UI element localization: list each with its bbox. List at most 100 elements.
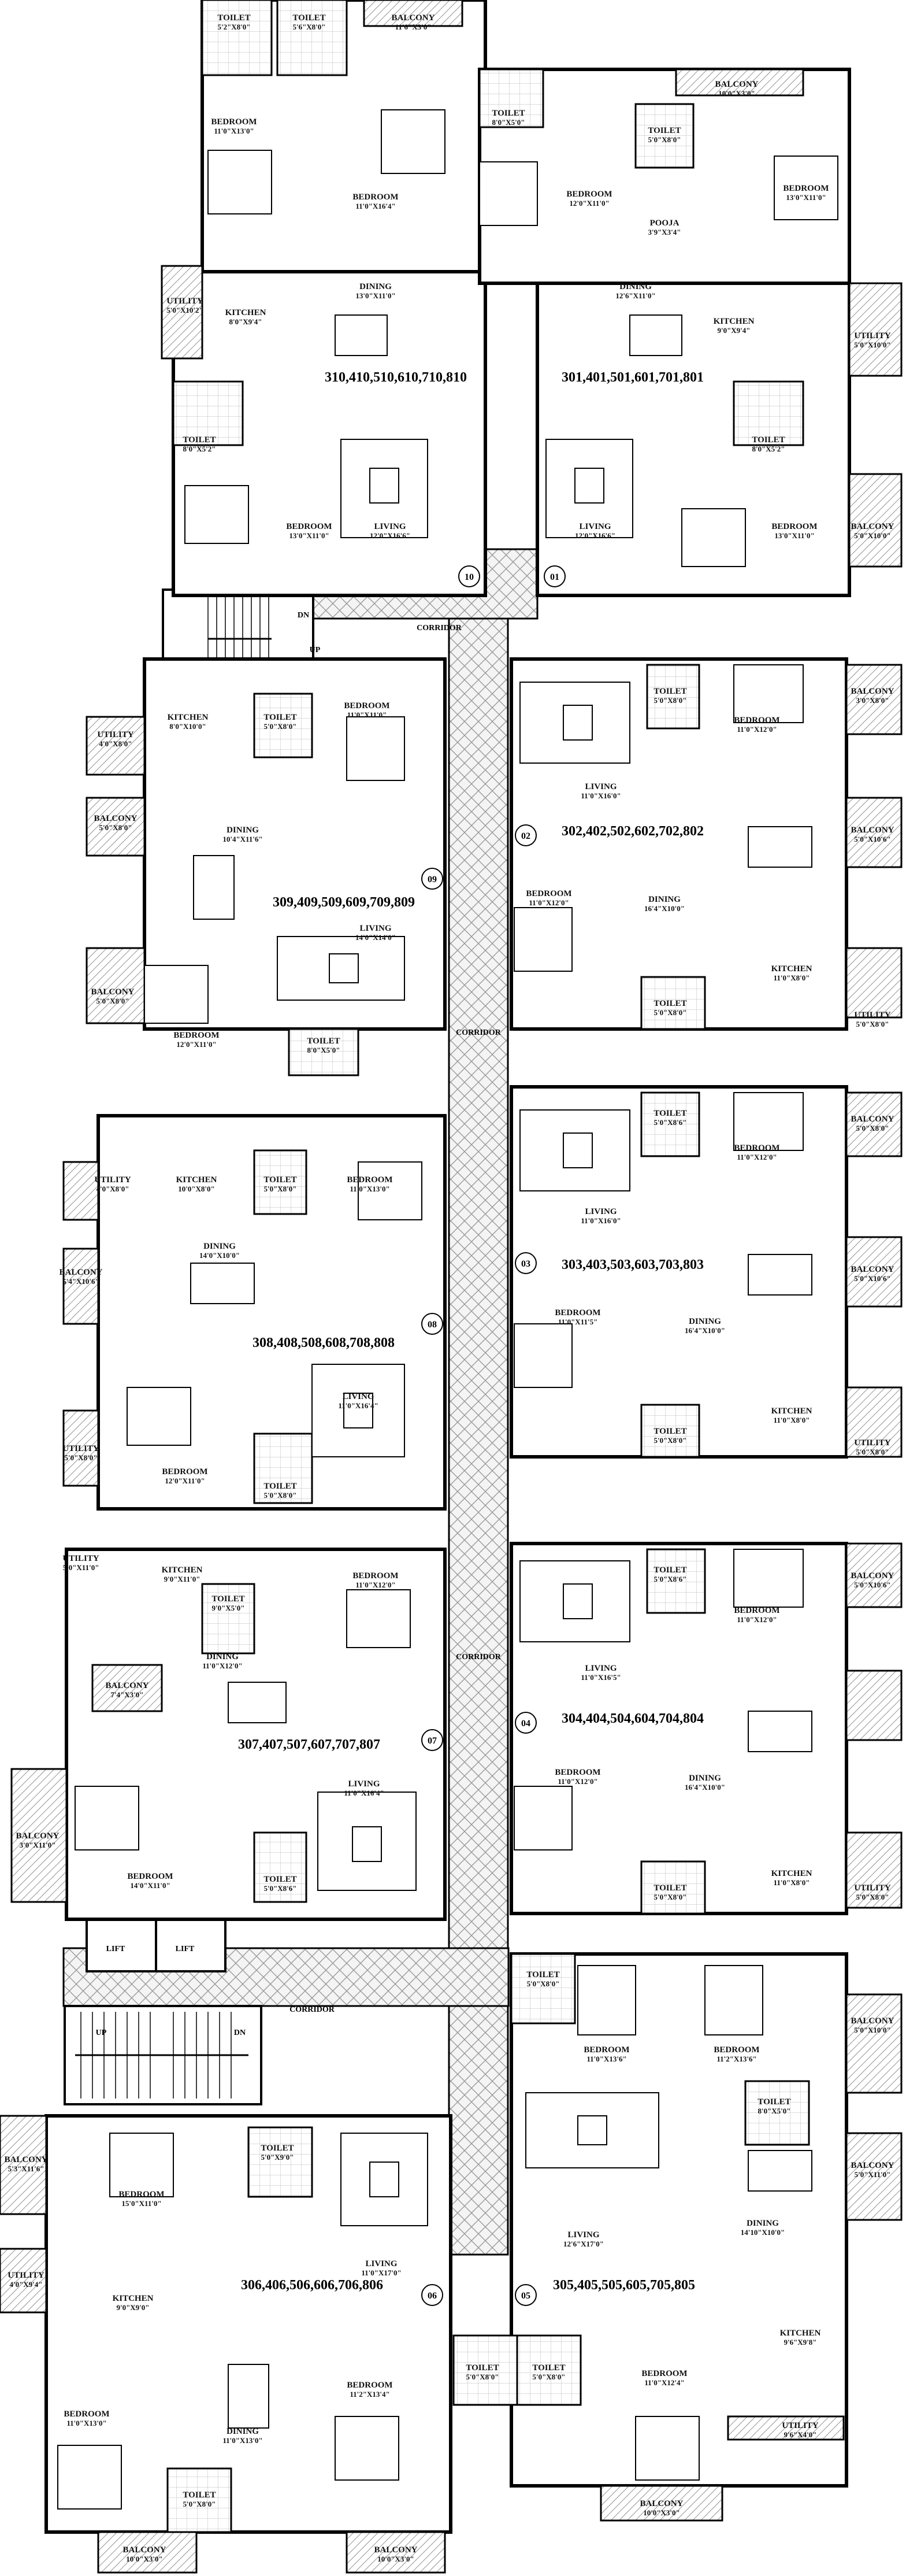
room-dimension: 11'0"X16'4" [338, 1401, 378, 1410]
unit-05-block [510, 1952, 848, 2488]
room-name-kitchen: KITCHEN [176, 1175, 217, 1185]
room-name-dining: DINING [648, 895, 681, 904]
room-dimension: 4'0"X8'0" [96, 1185, 129, 1193]
room-dimension: 16'4"X10'0" [644, 904, 685, 913]
room-dimension: 11'0"X11'5" [558, 1317, 598, 1326]
room-name-bedroom: BEDROOM [118, 2190, 164, 2199]
room-name-utility: UTILITY [854, 1438, 891, 1448]
unit-number: 07 [428, 1736, 437, 1746]
room-dimension: 5'0"X10'0" [854, 2026, 891, 2034]
room-name-living: LIVING [365, 2259, 397, 2268]
unit-number: 10 [465, 572, 474, 582]
room-name-living: LIVING [585, 782, 617, 791]
room-dimension: 12'0"X11'0" [176, 1040, 216, 1049]
room-name-utility: UTILITY [782, 2421, 819, 2430]
room-dimension: 9'0"X5'0" [211, 1604, 244, 1612]
room-name-living: LIVING [359, 924, 391, 933]
room-dimension: 9'6"X9'8" [784, 2338, 816, 2346]
room-dimension: 11'0"X8'0" [774, 974, 810, 982]
room-name-utility: UTILITY [94, 1175, 131, 1185]
room-name-toilet: TOILET [648, 126, 681, 135]
unit-number: 02 [521, 831, 530, 841]
room-name-dining: DINING [619, 282, 652, 291]
room-name-toilet: TOILET [526, 1970, 559, 1979]
room-dimension: 12'6"X17'0" [563, 2240, 604, 2248]
room-name-balcony: BALCONY [391, 13, 435, 23]
room-name-bedroom: BEDROOM [352, 193, 398, 202]
room-dimension: 5'0"X9'0" [261, 2153, 294, 2162]
lift-shaft [86, 1912, 157, 1972]
room-name-balcony: BALCONY [851, 687, 894, 696]
room-name-kitchen: KITCHEN [162, 1565, 203, 1575]
room-name-toilet: TOILET [183, 435, 216, 445]
room-dimension: 8'0"X5'0" [758, 2107, 790, 2115]
unit-number: 05 [521, 2291, 530, 2301]
beds [57, 109, 838, 2510]
room-dimension: 5'0"X8'0" [653, 1436, 686, 1445]
room-name-toilet: TOILET [653, 1427, 686, 1436]
room-dimension: 5'0"X8'0" [856, 1448, 889, 1456]
room-dimension: 11'0"X13'0" [214, 127, 254, 135]
room-dimension: 5'0"X8'0" [653, 1008, 686, 1017]
room-name-balcony: BALCONY [105, 1681, 148, 1690]
room-name-utility: UTILITY [62, 1554, 99, 1563]
room-dimension: 5'0"X8'0" [99, 823, 132, 832]
room-dimension: 11'0"X12'0" [737, 1153, 777, 1161]
room-dimension: 8'0"X5'0" [492, 118, 525, 127]
room-dimension: 10'0"X8'0" [178, 1185, 215, 1193]
room-dimension: 5'0"X8'0" [526, 1979, 559, 1988]
stair-dn-label: DN [298, 611, 309, 620]
corridor-label: CORRIDOR [289, 2005, 335, 2014]
room-name-balcony: BALCONY [640, 2499, 683, 2508]
living-furniture [277, 439, 659, 2226]
room-name-dining: DINING [203, 1242, 236, 1251]
room-name-toilet: TOILET [217, 13, 250, 23]
room-dimension: 8'0"X5'0" [307, 1046, 340, 1054]
room-name-bedroom: BEDROOM [566, 190, 612, 199]
room-name-living: LIVING [585, 1664, 617, 1673]
room-dimension: 5'0"X8'6" [653, 1118, 686, 1127]
room-dimension: 9'6"X4'0" [784, 2430, 816, 2439]
room-dimension: 5'0"X8'0" [653, 696, 686, 705]
room-dimension: 5'0"X8'0" [653, 1893, 686, 1901]
room-name-utility: UTILITY [97, 730, 134, 739]
room-name-kitchen: KITCHEN [113, 2294, 154, 2303]
room-dimension: 8'0"X5'2" [183, 445, 216, 453]
room-dimension: 5'0"X8'0" [183, 2500, 216, 2508]
room-name-balcony: BALCONY [59, 1268, 102, 1277]
stair-up-label: UP [310, 646, 321, 654]
room-name-bedroom: BEDROOM [584, 2045, 629, 2055]
room-dimension: 5'0"X11'0" [855, 2170, 891, 2179]
room-name-balcony: BALCONY [851, 1265, 894, 1274]
room-name-balcony: BALCONY [851, 1115, 894, 1124]
room-dimension: 9'0"X9'4" [717, 326, 750, 335]
unit-label-04: 304,404,504,604,704,804 [562, 1711, 704, 1726]
room-name-bedroom: BEDROOM [734, 1143, 779, 1153]
room-dimension: 13'0"X11'0" [289, 531, 329, 540]
room-dimension: 5'0"X11'0" [63, 1563, 99, 1572]
room-dimension: 10'0"X3'0" [718, 89, 755, 98]
room-dimension: 5'0"X8'0" [263, 722, 296, 731]
room-name-toilet: TOILET [183, 2490, 216, 2500]
room-name-utility: UTILITY [854, 1011, 891, 1020]
corridor-label: CORRIDOR [456, 1653, 502, 1661]
room-name-dining: DINING [689, 1317, 721, 1326]
room-name-toilet: TOILET [653, 1565, 686, 1575]
room-dimension: 4'0"X9'4" [9, 2280, 42, 2289]
unit-label-08: 308,408,508,608,708,808 [253, 1335, 395, 1350]
room-name-balcony: BALCONY [851, 2016, 894, 2026]
room-name-kitchen: KITCHEN [225, 308, 266, 317]
staircase-bottom [64, 2005, 262, 2105]
room-dimension: 5'0"X8'0" [532, 2373, 565, 2381]
room-name-bedroom: BEDROOM [211, 117, 257, 127]
toilets [166, 0, 810, 2533]
room-dimension: 14'0"X10'0" [199, 1251, 240, 1260]
room-dimension: 14'0"X11'0" [130, 1881, 170, 1890]
unit-numbers: 10 01 09 02 08 03 07 04 06 05 [428, 572, 559, 2301]
room-name-balcony: BALCONY [94, 814, 137, 823]
room-name-toilet: TOILET [261, 2144, 294, 2153]
room-dimension: 11'0"X13'0" [66, 2419, 106, 2427]
room-name-utility: UTILITY [854, 331, 891, 340]
room-dimension: 3'9"X3'4" [648, 228, 681, 236]
